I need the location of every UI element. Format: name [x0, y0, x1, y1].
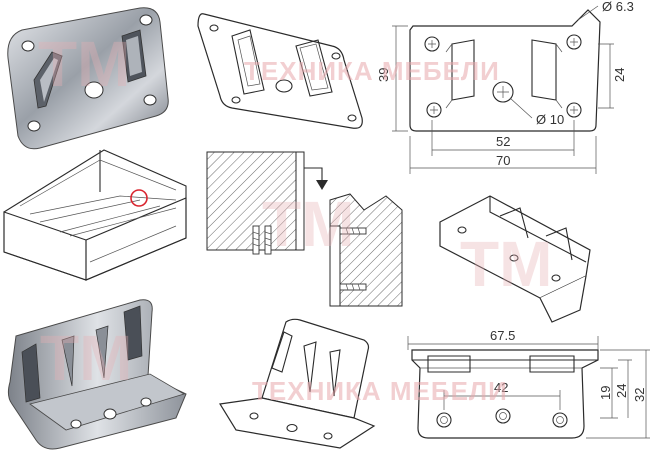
dim-total-width: 70: [496, 153, 510, 168]
front-view-drawing: 67.5 42 19 24 32: [407, 328, 650, 439]
dim-height: 39: [376, 68, 391, 82]
watermark-brand-bottom: ТЕХНИКА МЕБЕЛИ: [252, 376, 508, 406]
plate-line-drawing: [197, 13, 363, 129]
dim-hole-diameter: Ø 6.3: [602, 0, 634, 14]
bracket-photo: [7, 299, 187, 450]
dim-24: 24: [614, 384, 629, 398]
dim-32: 32: [632, 388, 647, 402]
dim-19: 19: [598, 386, 613, 400]
watermark-mark-3: TM: [460, 228, 552, 300]
dim-front-hole-spacing: 42: [494, 380, 508, 395]
watermark-mark-2: TM: [262, 188, 354, 260]
clip-line-drawing: [439, 195, 591, 323]
plate-photo: [7, 7, 169, 150]
watermark: ТЕХНИКА МЕБЕЛИ ТЕХНИКА МЕБЕЛИ TM TM TM T…: [38, 28, 552, 406]
watermark-mark-4: TM: [40, 322, 132, 394]
dim-center-diameter: Ø 10: [536, 112, 564, 127]
bracket-line-drawing: [219, 318, 376, 449]
dim-hole-spacing: 52: [496, 134, 510, 149]
drawer-assembly-drawing: [3, 149, 187, 281]
dim-slot-height: 24: [612, 68, 627, 82]
dim-front-total-width: 67.5: [490, 328, 515, 343]
watermark-mark-1: TM: [38, 28, 130, 100]
section-drawing: [206, 151, 403, 307]
highlight-circle: [130, 189, 148, 207]
watermark-brand-top: ТЕХНИКА МЕБЕЛИ: [244, 56, 500, 86]
top-view-drawing: Ø 6.3 Ø 10 39 24 52 70: [376, 0, 634, 174]
screws: [252, 225, 367, 291]
